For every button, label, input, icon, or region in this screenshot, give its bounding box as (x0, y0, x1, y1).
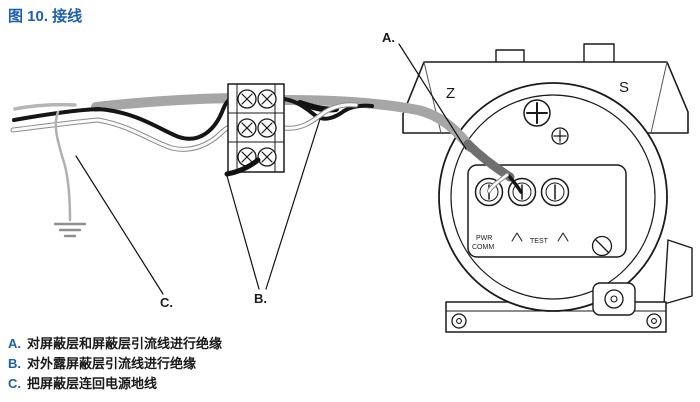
cable-and-wires (10, 93, 523, 222)
strip-screw-x (241, 151, 253, 163)
legend-key-c: C. (8, 376, 21, 391)
conduit-plug (592, 282, 636, 316)
legend-text-b: 对外露屏蔽层引流线进行绝缘 (27, 356, 197, 371)
strip-screw-x (261, 93, 273, 105)
base-bolt-left (451, 313, 467, 329)
screw-inner (512, 182, 532, 202)
leader-b-2 (265, 118, 321, 290)
base-bolt-right-dot (651, 318, 657, 324)
terminal-label-test: TEST (530, 238, 549, 245)
leader-c (75, 155, 164, 295)
terminal-block: PWR COMM TEST (467, 164, 627, 258)
black-wire-inside (507, 174, 523, 194)
lug-circle (551, 127, 569, 145)
strip-screws (237, 89, 277, 167)
legend-item-c: C. 把屏蔽层连回电源地线 (8, 374, 222, 394)
plug-dot (610, 295, 618, 303)
wrapped-drain-stub (224, 157, 261, 177)
figure-title: 图 10. 接线 (8, 8, 83, 25)
strip-screw-x (241, 93, 253, 105)
drain-wire (54, 110, 72, 222)
terminal-chevron-right (557, 232, 569, 242)
housing-seam-right (650, 61, 668, 134)
strip-screw-x (241, 122, 253, 134)
black-wire-left (12, 96, 235, 141)
legend-item-a: A. 对屏蔽层和屏蔽层引流线进行绝缘 (8, 334, 222, 354)
legend: A. 对屏蔽层和屏蔽层引流线进行绝缘 B. 对外露屏蔽层引流线进行绝缘 C. 把屏蔽层… (8, 334, 222, 394)
housing-side-bracket (663, 239, 693, 305)
terminal-chevron-left (511, 232, 523, 242)
callout-b-label: B. (254, 291, 267, 306)
terminal-strip (224, 83, 285, 177)
cast-mark-left: Z (446, 85, 455, 102)
plug-circle (604, 289, 624, 309)
screw-inner (545, 182, 565, 202)
terminal-label-comm: COMM (472, 244, 494, 251)
white-wire-right (282, 103, 358, 130)
strip-screw-x (261, 151, 273, 163)
base-bolt-left-dot (456, 318, 462, 324)
cover-top-screw (523, 99, 551, 127)
cover-ring-inner (450, 94, 656, 300)
legend-text-c: 把屏蔽层连回电源地线 (27, 376, 158, 391)
legend-text-a: 对屏蔽层和屏蔽层引流线进行绝缘 (27, 336, 223, 351)
leader-a (398, 43, 467, 150)
white-wire-left (11, 118, 234, 151)
white-wire-inside (487, 173, 509, 193)
callout-c-label: C. (160, 295, 173, 310)
ground-lug-symbol (551, 127, 569, 145)
housing-top-tab-right (583, 43, 615, 65)
base-bolt-right (646, 313, 662, 329)
ground-symbol (53, 222, 87, 238)
legend-key-b: B. (8, 356, 21, 371)
terminal-block-body (467, 164, 627, 258)
callout-a-label: A. (382, 30, 395, 45)
callouts: A. B. C. (75, 30, 467, 310)
cast-mark-right: S (619, 79, 629, 96)
terminal-label-pwr: PWR (476, 235, 492, 242)
legend-key-a: A. (8, 336, 21, 351)
strip-screw-x (261, 122, 273, 134)
cable-jacket-left (91, 93, 237, 112)
transmitter-housing: Z S (402, 43, 693, 333)
leader-b-1 (226, 175, 260, 290)
plug-body (592, 282, 636, 316)
gray-strand-left (13, 102, 77, 111)
block-corner-screw-slot (595, 239, 609, 253)
terminal-screw-3 (540, 177, 570, 207)
screw-inner (479, 182, 499, 202)
legend-item-b: B. 对外露屏蔽层引流线进行绝缘 (8, 354, 222, 374)
